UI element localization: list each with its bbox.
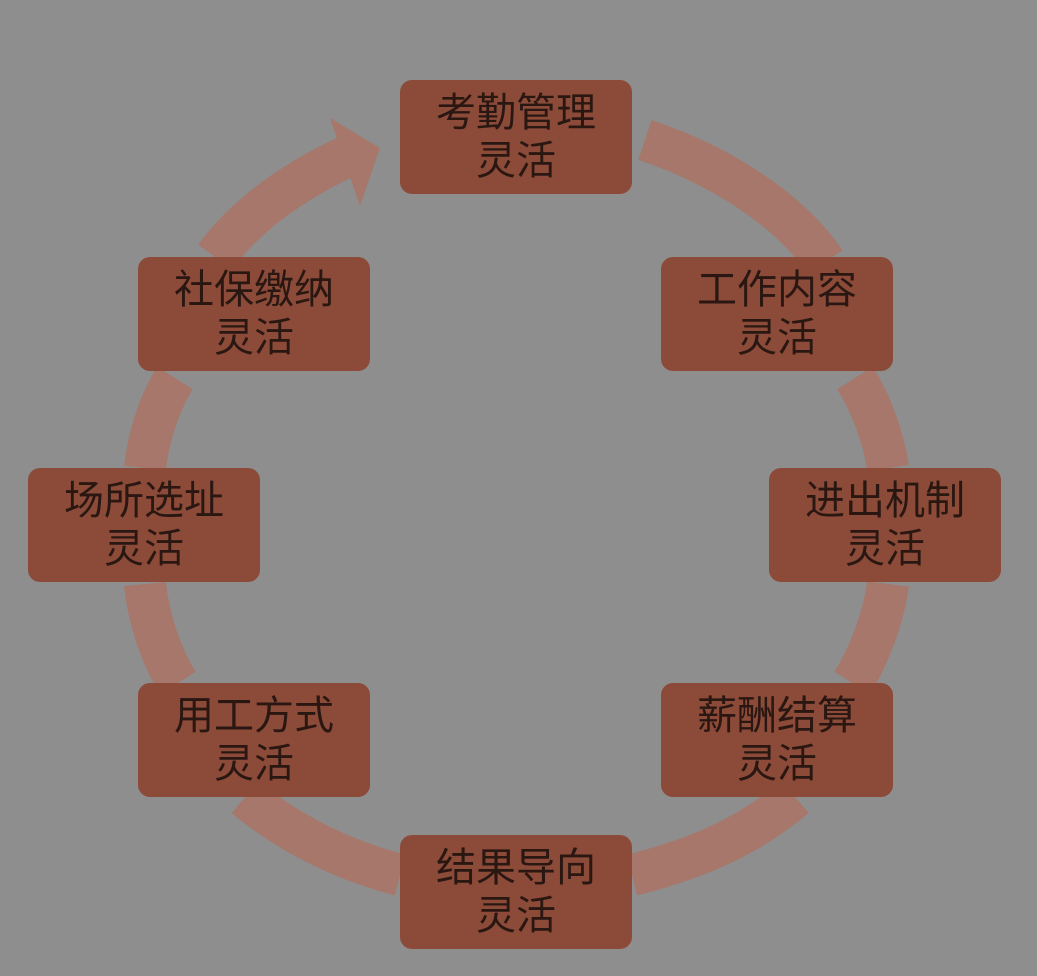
ring-segment xyxy=(638,120,843,275)
ring-segment xyxy=(124,366,194,471)
ring-segment xyxy=(198,135,359,270)
node-line2: 灵活 xyxy=(476,893,556,939)
node-line1: 用工方式 xyxy=(174,693,334,739)
node-line1: 社保缴纳 xyxy=(174,267,334,313)
node-site-selection: 场所选址 灵活 xyxy=(28,468,260,582)
node-salary-settlement: 薪酬结算 灵活 xyxy=(661,683,893,797)
node-line2: 灵活 xyxy=(476,138,556,184)
node-line2: 灵活 xyxy=(214,741,294,787)
node-line1: 工作内容 xyxy=(697,267,857,313)
node-line1: 考勤管理 xyxy=(436,90,596,136)
node-social-insurance: 社保缴纳 灵活 xyxy=(138,257,370,371)
node-line2: 灵活 xyxy=(737,741,817,787)
node-work-content: 工作内容 灵活 xyxy=(661,257,893,371)
ring-segment xyxy=(836,366,909,472)
node-employment-method: 用工方式 灵活 xyxy=(138,683,370,797)
node-entry-exit-mechanism: 进出机制 灵活 xyxy=(769,468,1001,582)
ring-segment xyxy=(834,580,909,695)
ring-segment xyxy=(124,581,196,695)
ring-segment xyxy=(231,780,406,896)
node-result-oriented: 结果导向 灵活 xyxy=(400,835,632,949)
node-line2: 灵活 xyxy=(104,526,184,572)
node-line1: 薪酬结算 xyxy=(697,693,857,739)
node-line2: 灵活 xyxy=(214,315,294,361)
node-line1: 进出机制 xyxy=(805,478,965,524)
node-line2: 灵活 xyxy=(845,526,925,572)
node-line1: 结果导向 xyxy=(436,845,596,891)
node-line1: 场所选址 xyxy=(64,478,224,524)
cycle-arrowhead xyxy=(330,118,380,206)
node-attendance-management: 考勤管理 灵活 xyxy=(400,80,632,194)
ring-segment xyxy=(626,780,809,896)
node-line2: 灵活 xyxy=(737,315,817,361)
